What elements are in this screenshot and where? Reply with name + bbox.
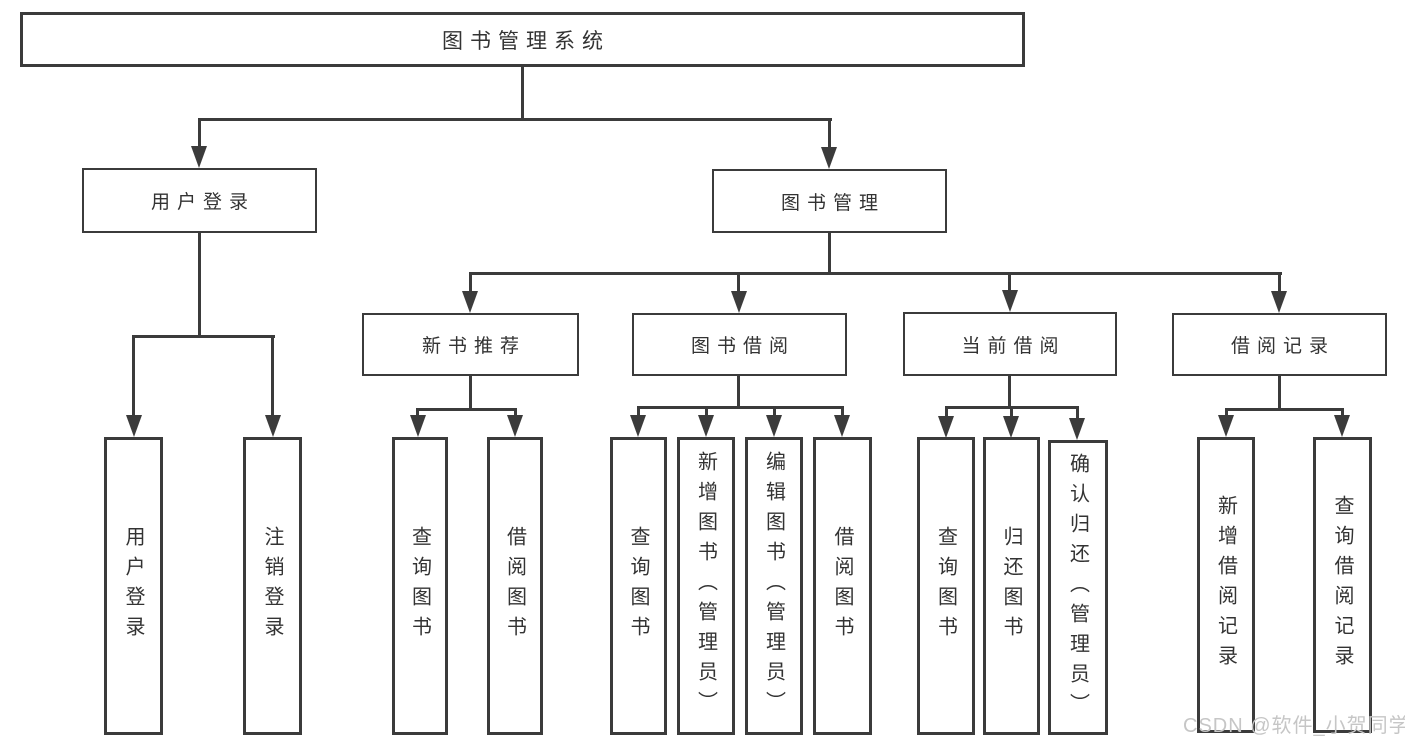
- arrow-down-icon: [938, 416, 954, 438]
- connector-leaf-stem: [1076, 406, 1079, 419]
- leaf-label: 编辑图书（管理员）: [762, 451, 785, 721]
- connector-to-book-borrow: [737, 272, 740, 293]
- arrow-down-icon: [126, 415, 142, 437]
- node-borrowing-records: 借阅记录: [1172, 313, 1387, 376]
- connector-leaf-stem: [416, 408, 419, 417]
- arrow-down-icon: [834, 415, 850, 437]
- node-edit-books-admin: 编辑图书（管理员）: [745, 437, 803, 735]
- node-query-books-recommend: 查询图书: [392, 437, 448, 735]
- arrow-down-icon: [1003, 416, 1019, 438]
- node-library-system: 图书管理系统: [20, 12, 1025, 67]
- arrow-down-icon: [462, 291, 478, 313]
- arrow-down-icon: [1218, 415, 1234, 437]
- node-user-login-leaf: 用户登录: [104, 437, 163, 735]
- leaf-label: 查询借阅记录: [1331, 495, 1353, 675]
- node-current-borrowing-label: 当前借阅: [961, 335, 1066, 357]
- arrow-down-icon: [265, 415, 281, 437]
- connector-to-borrow-records: [1278, 272, 1281, 293]
- arrow-down-icon: [1334, 415, 1350, 437]
- node-return-books: 归还图书: [983, 437, 1040, 735]
- arrow-down-icon: [1002, 290, 1018, 312]
- arrow-down-icon: [731, 291, 747, 313]
- connector-book-management-stem: [828, 233, 831, 274]
- leaf-label: 借阅图书: [503, 526, 526, 646]
- node-add-borrow-record: 新增借阅记录: [1197, 437, 1255, 733]
- arrow-down-icon: [1271, 291, 1287, 313]
- leaf-label: 查询图书: [408, 526, 431, 646]
- connector-user-login-stem: [198, 233, 201, 337]
- leaf-label: 查询图书: [934, 526, 957, 646]
- csdn-watermark: CSDN @软件_小贺同学: [1183, 715, 1405, 737]
- connector-to-user-login: [198, 118, 201, 150]
- leaf-label: 借阅图书: [831, 526, 853, 646]
- node-borrow-books-recommend: 借阅图书: [487, 437, 543, 735]
- leaf-label: 新增借阅记录: [1214, 495, 1237, 675]
- node-book-borrowing-label: 图书借阅: [690, 336, 795, 357]
- connector-new-book-branch: [416, 408, 517, 411]
- arrow-down-icon: [410, 415, 426, 437]
- node-library-system-label: 图书管理系统: [442, 29, 610, 53]
- node-book-borrowing: 图书借阅: [632, 313, 847, 376]
- connector-leaf-stem: [705, 406, 708, 417]
- node-current-borrowing: 当前借阅: [903, 312, 1117, 376]
- connector-book-borrow-stem: [737, 376, 740, 408]
- connector-user-login-branch: [132, 335, 275, 338]
- connector-root-branch: [198, 118, 832, 121]
- node-user-login: 用户登录: [82, 168, 317, 233]
- connector-leaf-stem: [841, 406, 844, 417]
- connector-book-borrow-branch: [637, 406, 844, 409]
- connector-to-current-borrow: [1008, 272, 1011, 292]
- connector-borrow-records-branch: [1225, 408, 1344, 411]
- connector-to-logout-leaf: [271, 335, 274, 417]
- node-new-book-recommend-label: 新书推荐: [421, 336, 526, 357]
- connector-to-new-book: [469, 272, 472, 293]
- connector-current-borrow-stem: [1008, 375, 1011, 408]
- connector-leaf-stem: [1225, 408, 1228, 417]
- arrow-down-icon: [698, 415, 714, 437]
- connector-leaf-stem: [1010, 406, 1013, 417]
- node-user-login-label: 用户登录: [150, 192, 255, 213]
- arrow-down-icon: [191, 146, 207, 168]
- leaf-label: 新增图书（管理员）: [694, 451, 717, 721]
- arrow-down-icon: [507, 415, 523, 437]
- connector-book-management-branch: [469, 272, 1282, 275]
- node-borrow-books-borrowing: 借阅图书: [813, 437, 872, 735]
- node-new-book-recommend: 新书推荐: [362, 313, 579, 376]
- node-confirm-return-admin: 确认归还（管理员）: [1048, 440, 1108, 735]
- leaf-label: 用户登录: [122, 526, 144, 646]
- arrow-down-icon: [630, 415, 646, 437]
- node-logout-leaf: 注销登录: [243, 437, 302, 735]
- leaf-label: 查询图书: [627, 526, 649, 646]
- connector-leaf-stem: [1341, 408, 1344, 417]
- leaf-label: 注销登录: [261, 526, 283, 646]
- connector-leaf-stem: [514, 408, 517, 417]
- connector-to-login-leaf: [132, 335, 135, 417]
- node-query-borrow-record: 查询借阅记录: [1313, 437, 1372, 733]
- connector-borrow-records-stem: [1278, 376, 1281, 410]
- node-book-management: 图书管理: [712, 169, 947, 233]
- node-query-books-borrowing: 查询图书: [610, 437, 667, 735]
- connector-leaf-stem: [637, 406, 640, 417]
- arrow-down-icon: [1069, 418, 1085, 440]
- node-book-management-label: 图书管理: [780, 192, 885, 214]
- node-query-books-current: 查询图书: [917, 437, 975, 735]
- node-borrowing-records-label: 借阅记录: [1230, 336, 1335, 357]
- arrow-down-icon: [821, 147, 837, 169]
- connector-leaf-stem: [945, 406, 948, 417]
- arrow-down-icon: [766, 415, 782, 437]
- connector-leaf-stem: [773, 406, 776, 417]
- connector-root-stem: [521, 67, 524, 120]
- connector-new-book-stem: [469, 376, 472, 410]
- leaf-label: 确认归还（管理员）: [1066, 452, 1089, 723]
- node-add-books-admin: 新增图书（管理员）: [677, 437, 735, 735]
- leaf-label: 归还图书: [1000, 526, 1022, 646]
- connector-to-book-management: [828, 118, 831, 150]
